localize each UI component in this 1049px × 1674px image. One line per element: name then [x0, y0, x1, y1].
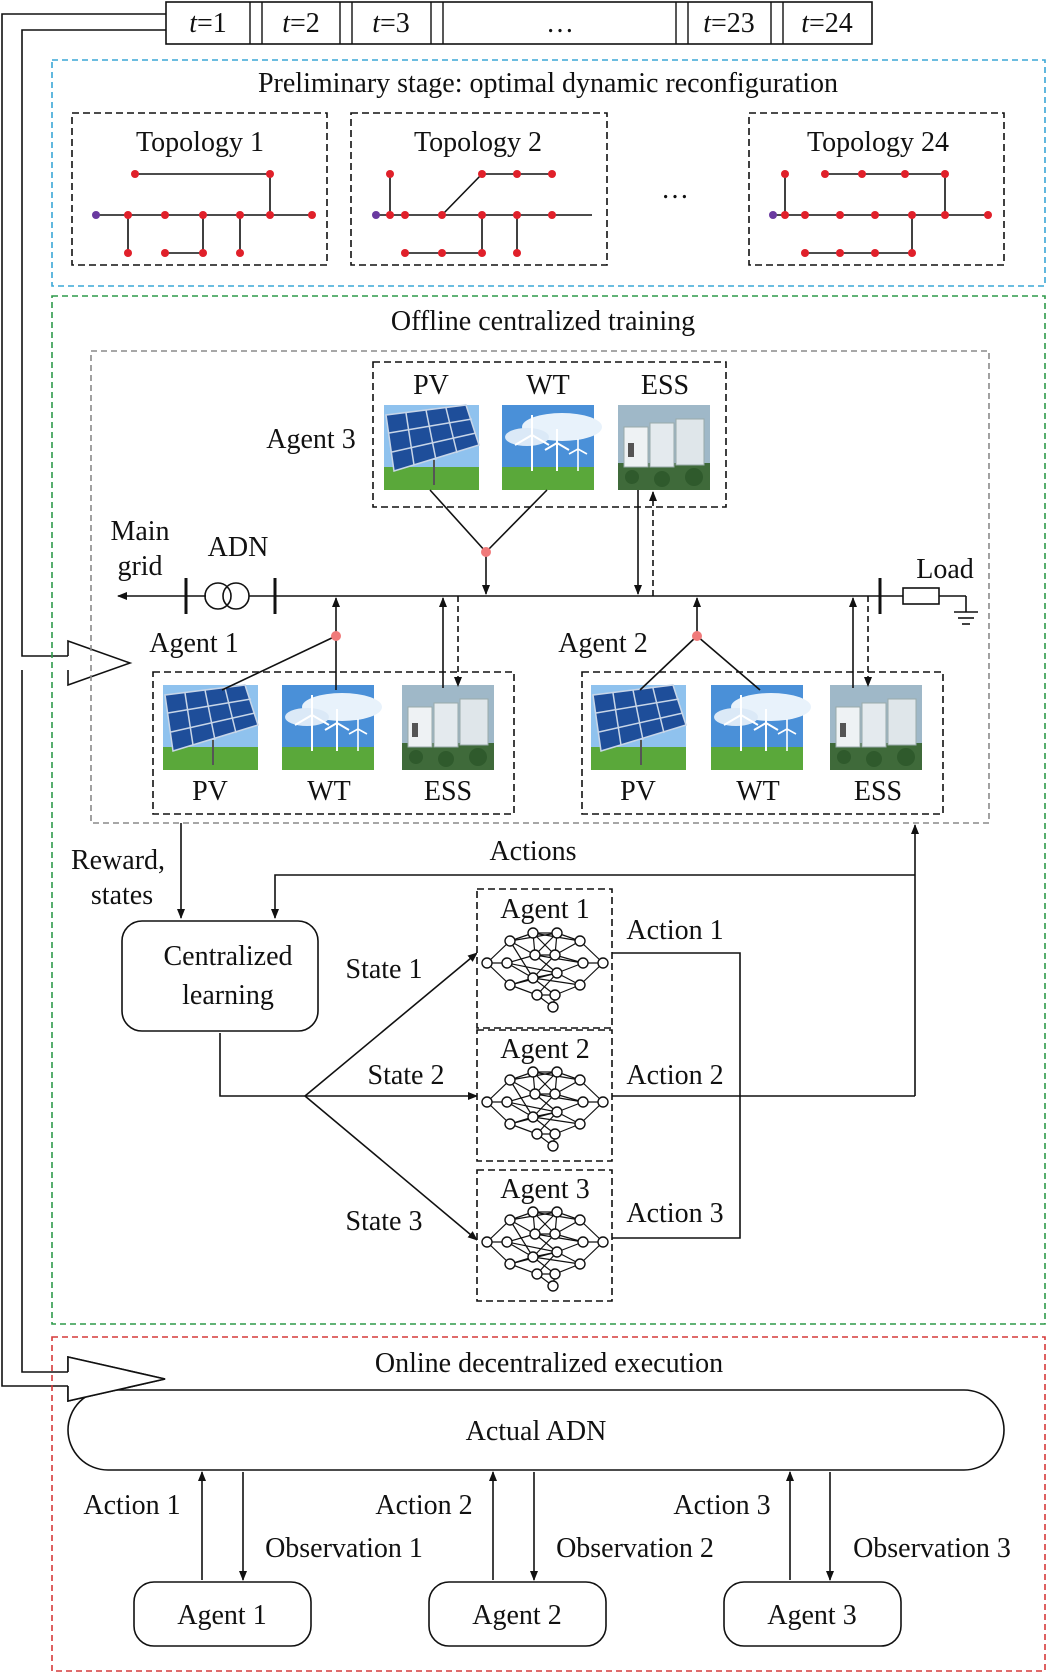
- time-slot-3: t=3: [372, 8, 410, 39]
- agent2-pv-label: PV: [620, 776, 656, 807]
- agent1-ess-label: ESS: [424, 776, 472, 807]
- agent3-resources: Agent 3 PV WT ESS: [266, 361, 727, 508]
- topology-2-label: Topology 2: [414, 127, 542, 158]
- agent1-pv-image: [162, 684, 259, 771]
- agent3-pv-label: PV: [413, 370, 449, 401]
- main-grid-label-2: grid: [117, 551, 162, 582]
- agent1-resources: Agent 1 PV WT ESS: [149, 628, 515, 815]
- online-observation-2-label: Observation 2: [556, 1533, 714, 1564]
- agent1-junction: [331, 631, 341, 641]
- online-arrows: [198, 1471, 834, 1581]
- online-agent-1-label: Agent 1: [177, 1600, 266, 1631]
- actions-label: Actions: [489, 836, 576, 867]
- time-slot-23: t=23: [703, 8, 755, 39]
- preliminary-title: Preliminary stage: optimal dynamic recon…: [258, 68, 838, 99]
- action-2-label: Action 2: [626, 1060, 723, 1091]
- topology-24-label: Topology 24: [807, 127, 949, 158]
- state-3-label: State 3: [346, 1206, 423, 1237]
- online-action-1-label: Action 1: [83, 1490, 180, 1521]
- online-title: Online decentralized execution: [375, 1348, 723, 1379]
- agent2-network: Agent 2: [476, 1029, 613, 1162]
- agent2-wt-image: [710, 684, 812, 771]
- agent1-network: Agent 1: [476, 888, 613, 1029]
- agent1-connections: [221, 596, 462, 691]
- agent1-wt-image: [281, 684, 383, 771]
- action-3-label: Action 3: [626, 1198, 723, 1229]
- online-agent-3-box: [723, 1581, 902, 1647]
- centralized-learning-box: [121, 920, 319, 1032]
- agent3-connections: [429, 489, 657, 596]
- network-agent1-label: Agent 1: [500, 894, 589, 925]
- agent3-wt-image: [501, 404, 603, 491]
- agent2-wt-label: WT: [736, 776, 780, 807]
- agent2-pv-image: [590, 684, 687, 771]
- main-grid-label-1: Main: [110, 516, 169, 547]
- agent2-label: Agent 2: [558, 628, 647, 659]
- centralized-learning-label-1: Centralized: [163, 941, 292, 972]
- agent3-wt-label: WT: [526, 370, 570, 401]
- online-agent-2-label: Agent 2: [472, 1600, 561, 1631]
- online-agent-3-label: Agent 3: [767, 1600, 856, 1631]
- online-agent-2-box: [428, 1581, 607, 1647]
- online-observation-1-label: Observation 1: [265, 1533, 423, 1564]
- agent3-pv-image: [383, 404, 480, 491]
- agent1-label: Agent 1: [149, 628, 238, 659]
- agent2-junction: [692, 631, 702, 641]
- online-action-3-label: Action 3: [673, 1490, 770, 1521]
- online-action-2-label: Action 2: [375, 1490, 472, 1521]
- preliminary-stage: Preliminary stage: optimal dynamic recon…: [51, 59, 1046, 287]
- time-slot-1: t=1: [189, 8, 227, 39]
- online-execution: Online decentralized execution Actual AD…: [51, 1336, 1046, 1672]
- distribution-bus: [117, 578, 978, 625]
- timeline: t=1 t=2 t=3 … t=23 t=24: [165, 1, 873, 45]
- network-agent3-label: Agent 3: [500, 1174, 589, 1205]
- agent2-connections: [639, 596, 872, 691]
- agent1-ess-image: [401, 684, 495, 771]
- network-agent2-label: Agent 2: [500, 1034, 589, 1065]
- actual-adn-label: Actual ADN: [466, 1416, 607, 1447]
- agent1-pv-label: PV: [192, 776, 228, 807]
- offline-title: Offline centralized training: [391, 306, 695, 337]
- actual-adn-box: [67, 1389, 1005, 1471]
- online-border: [51, 1336, 1046, 1672]
- training-environment-border: [90, 350, 990, 824]
- agent3-ess-image: [617, 404, 711, 491]
- time-slot-ellipsis: …: [546, 8, 574, 39]
- training-flow-lines: [177, 823, 919, 1241]
- agent3-junction: [481, 547, 491, 557]
- agent1-wt-label: WT: [307, 776, 351, 807]
- agent2-ess-label: ESS: [854, 776, 902, 807]
- reward-label-2: states: [91, 880, 153, 911]
- agent2-ess-image: [829, 684, 923, 771]
- state-2-label: State 2: [368, 1060, 445, 1091]
- online-observation-3-label: Observation 3: [853, 1533, 1011, 1564]
- centralized-learning-label-2: learning: [182, 980, 274, 1011]
- reward-label-1: Reward,: [71, 845, 165, 876]
- topology-2: Topology 2: [350, 112, 608, 266]
- agent3-label: Agent 3: [266, 424, 355, 455]
- preliminary-border: [51, 59, 1046, 287]
- feedback-arrows: [1, 13, 166, 1403]
- online-agent-1-box: [133, 1581, 312, 1647]
- offline-training: Offline centralized training Agent 3 PV …: [51, 295, 1046, 1325]
- topology-1: Topology 1: [71, 112, 328, 266]
- agent2-resources: Agent 2 PV WT ESS: [558, 628, 944, 815]
- state-1-label: State 1: [346, 954, 423, 985]
- topology-ellipsis: …: [661, 174, 689, 205]
- topology-24: Topology 24: [748, 112, 1005, 266]
- adn-label: ADN: [208, 532, 269, 563]
- topology-1-label: Topology 1: [136, 127, 264, 158]
- time-slot-2: t=2: [282, 8, 320, 39]
- agent3-network: Agent 3: [476, 1169, 613, 1302]
- agent3-ess-label: ESS: [641, 370, 689, 401]
- time-slot-24: t=24: [801, 8, 853, 39]
- load-label: Load: [916, 554, 974, 585]
- action-1-label: Action 1: [626, 915, 723, 946]
